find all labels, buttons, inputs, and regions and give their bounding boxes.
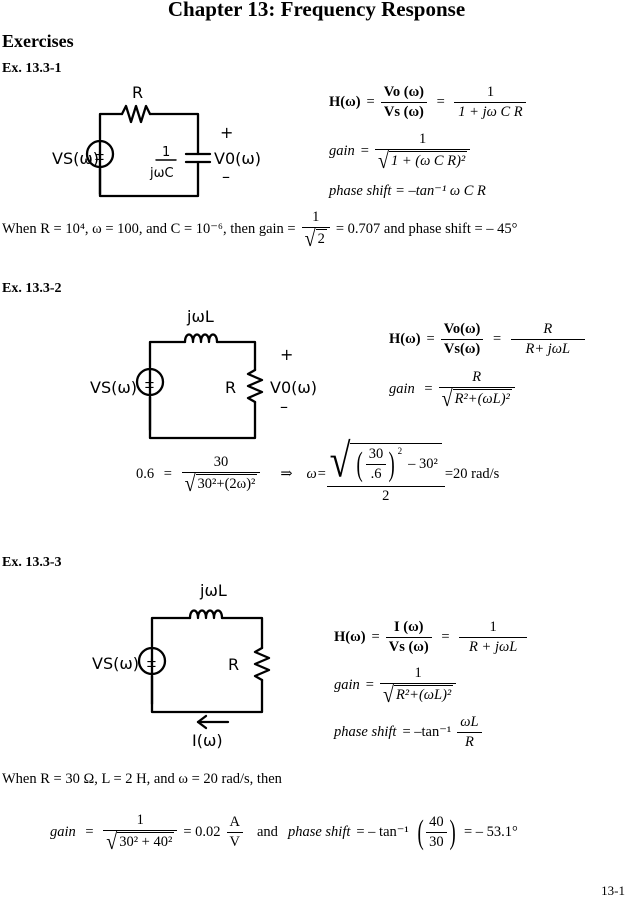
ex1-circuit-diagram: R + ± VS(ω) 1 jωC V0(ω) – [52, 83, 261, 198]
ex1-when-line: When R = 10⁴, ω = 100, and C = 10⁻⁶, the… [2, 209, 518, 252]
ex2-circuit-diagram: jωL + ± VS(ω) R V0(ω) – [90, 307, 317, 440]
ex3-current-label: I(ω) [192, 731, 223, 750]
ex1-h-lhs: H(ω) [329, 94, 361, 110]
ex1-source-sign: ± [94, 149, 105, 164]
ex3-gain-eq: gain = 1 √R²+(ωL)² [334, 665, 462, 707]
ex2-label: Ex. 13.3-2 [2, 281, 62, 296]
ex1-cap-num: 1 [162, 145, 170, 160]
ex2-inductor-label: jωL [186, 307, 214, 326]
ex1-minus-label: – [222, 167, 230, 186]
ex2-source-label: VS(ω) [90, 378, 137, 397]
ex2-calc-eq: 0.6 = 30 √30²+(2ω)² ⇒ ω= √ ( 30.6 )2 – 3… [136, 435, 500, 504]
ex1-output-label: V0(ω) [214, 149, 261, 168]
section-heading: Exercises [2, 31, 74, 51]
ex3-circuit-diagram: jωL ± VS(ω) R I(ω) [92, 581, 271, 750]
ex3-final-eq: gain = 1 √30² + 40² = 0.02 A V and phase… [50, 812, 518, 855]
ex2-resistor-label: R [225, 378, 236, 397]
ex1-label: Ex. 13.3-1 [2, 61, 62, 76]
ex2-plus-label: + [280, 345, 293, 364]
chapter-title: Chapter 13: Frequency Response [167, 0, 466, 21]
ex2-minus-label: – [280, 397, 288, 416]
ex3-source-label: VS(ω) [92, 654, 139, 673]
ex3-transfer-eq: H(ω) = I (ω) Vs (ω) = 1 R + jωL [334, 619, 533, 656]
ex1-h-result: 1 1 + jω C R [454, 84, 527, 121]
ex2-source-sign: ± [144, 377, 155, 392]
ex1-h-ratio: Vo (ω) Vs (ω) [380, 84, 428, 121]
ex1-phase-eq: phase shift = –tan⁻¹ ω C R [329, 183, 486, 199]
ex1-gain-eq: gain = 1 √1 + (ω C R)² [329, 131, 476, 173]
ex1-resistor-label: R [132, 83, 143, 102]
ex1-plus-label: + [220, 123, 233, 142]
ex2-transfer-eq: H(ω) = Vo(ω) Vs(ω) = R R+ jωL [389, 321, 591, 358]
ex1-cap-den: jωC [149, 166, 174, 181]
ex3-label: Ex. 13.3-3 [2, 555, 62, 570]
ex1-transfer-eq: H(ω) = Vo (ω) Vs (ω) = 1 1 + jω C R [329, 84, 532, 121]
ex3-source-sign: ± [146, 656, 157, 671]
ex3-resistor-label: R [228, 655, 239, 674]
page-number: 13-1 [601, 883, 625, 898]
ex2-gain-eq: gain = R √R²+(ωL)² [389, 369, 521, 411]
ex2-output-label: V0(ω) [270, 378, 317, 397]
ex3-phase-eq: phase shift = –tan⁻¹ ωL R [334, 714, 488, 751]
ex3-when-line: When R = 30 Ω, L = 2 H, and ω = 20 rad/s… [2, 771, 282, 787]
ex1-source-label: VS(ω) [52, 149, 99, 168]
ex3-inductor-label: jωL [199, 581, 227, 600]
